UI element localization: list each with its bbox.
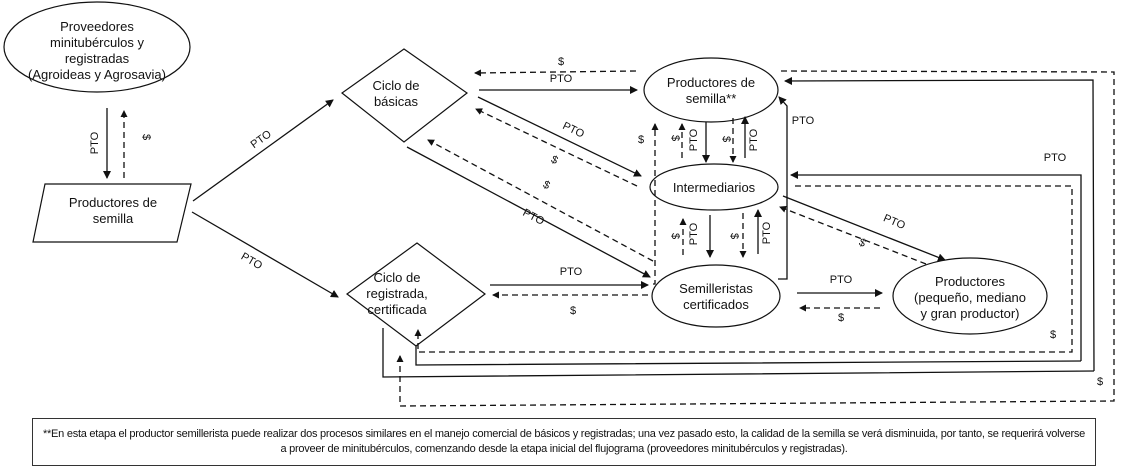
- node-productores-final-line-3: y gran productor): [921, 306, 1020, 321]
- label-pto: PTO: [89, 131, 101, 154]
- node-productores-semilla-top: Productores de semilla**: [643, 57, 779, 123]
- label-pto: PTO: [748, 128, 760, 151]
- node-ciclo-registrada-line-1: Ciclo de: [374, 270, 421, 285]
- node-ciclo-registrada-line-2: registrada,: [366, 286, 427, 301]
- node-proveedores-line-1: Proveedores: [60, 19, 134, 34]
- label-pto: PTO: [249, 128, 275, 151]
- node-intermediarios-line-1: Intermediarios: [673, 180, 756, 195]
- edge-money-outer-loop: [396, 70, 1115, 407]
- edge-pto-loop-registrada-outer: [382, 328, 1095, 378]
- node-proveedores: Proveedores minitubérculos y registradas…: [3, 1, 191, 93]
- node-ciclo-registrada-line-3: certificada: [367, 302, 427, 317]
- footnote-text: **En esta etapa el productor semillerist…: [43, 428, 1085, 455]
- node-ciclo-basicas-line-1: Ciclo de: [373, 78, 420, 93]
- edge-pto-intermediarios-to-productores-final: [782, 195, 946, 262]
- label-money: $: [1050, 329, 1056, 341]
- edge-money-loop-to-ciclo-registrada: [414, 185, 1073, 353]
- edge-pto-basicas-to-semilleristas: [406, 146, 651, 278]
- node-intermediarios: Intermediarios: [649, 163, 779, 211]
- label-money: $: [638, 134, 644, 146]
- node-semilleristas: Semilleristas certificados: [651, 264, 781, 328]
- label-pto: PTO: [521, 207, 547, 228]
- edge-money-semilleristas-to-basicas: [427, 139, 654, 262]
- edge-pto-to-ciclo-basicas: [192, 99, 334, 202]
- label-pto: PTO: [688, 222, 700, 245]
- node-productores-semilla-left-line-1: Productores de: [69, 195, 157, 210]
- label-pto: PTO: [1044, 152, 1067, 164]
- node-productores-semilla-left: Productores de semilla: [32, 183, 192, 243]
- node-productores-final-line-1: Productores: [935, 274, 1006, 289]
- edge-pto-loop-to-productores-top: [784, 76, 1095, 372]
- edge-money-productores-final-to-intermediarios: [779, 205, 927, 265]
- label-money: $: [838, 312, 844, 324]
- label-money: $: [1097, 376, 1103, 388]
- label-money: $: [541, 179, 552, 192]
- label-pto: PTO: [560, 266, 583, 278]
- edge-pto-semilleristas-to-productores-top: [778, 96, 788, 280]
- edge-pto-loop-to-intermediarios: [790, 171, 1082, 361]
- label-pto: PTO: [830, 274, 853, 286]
- node-proveedores-line-3: registradas: [65, 51, 130, 66]
- node-ciclo-registrada: Ciclo de registrada, certificada: [345, 242, 486, 347]
- node-semilleristas-line-1: Semilleristas: [679, 281, 753, 296]
- label-money: $: [558, 56, 564, 68]
- label-pto: PTO: [688, 128, 700, 151]
- label-pto: PTO: [761, 221, 773, 244]
- edge-pto-basicas-to-intermediarios: [477, 96, 642, 177]
- node-ciclo-basicas-line-2: básicas: [374, 94, 419, 109]
- label-money: $: [669, 233, 681, 239]
- edge-pto-loop-registrada-bottom: [415, 346, 1082, 366]
- label-money: $: [669, 135, 681, 141]
- label-money: $: [720, 136, 732, 142]
- footnote-box: **En esta etapa el productor semillerist…: [32, 418, 1096, 466]
- label-money: $: [857, 237, 867, 250]
- label-pto: PTO: [561, 120, 587, 141]
- edge-money-intermediarios-to-basicas: [475, 108, 638, 187]
- node-proveedores-line-4: (Agroideas y Agrosavia): [28, 67, 166, 82]
- label-pto: PTO: [550, 73, 573, 85]
- label-money: $: [570, 305, 576, 317]
- node-proveedores-line-2: minitubérculos y: [50, 35, 144, 50]
- label-pto: PTO: [792, 115, 815, 127]
- edge-money-semilleristas-to-productores-top: [651, 123, 659, 285]
- node-productores-semilla-top-line-1: Productores de: [667, 75, 755, 90]
- label-money: $: [140, 134, 152, 140]
- node-productores-final-line-2: (pequeño, mediano: [914, 290, 1026, 305]
- label-pto: PTO: [239, 251, 265, 273]
- node-productores-final: Productores (pequeño, mediano y gran pro…: [892, 257, 1048, 335]
- node-ciclo-basicas: Ciclo de básicas: [340, 48, 469, 143]
- label-money: $: [549, 154, 560, 167]
- edge-pto-to-ciclo-registrada: [191, 211, 339, 298]
- node-semilleristas-line-2: certificados: [683, 297, 749, 312]
- label-pto: PTO: [882, 212, 908, 232]
- node-productores-semilla-top-line-2: semilla**: [686, 91, 737, 106]
- node-productores-semilla-left-line-2: semilla: [93, 211, 134, 226]
- label-money: $: [728, 233, 740, 239]
- edge-money-to-ciclo-basicas: [474, 69, 637, 77]
